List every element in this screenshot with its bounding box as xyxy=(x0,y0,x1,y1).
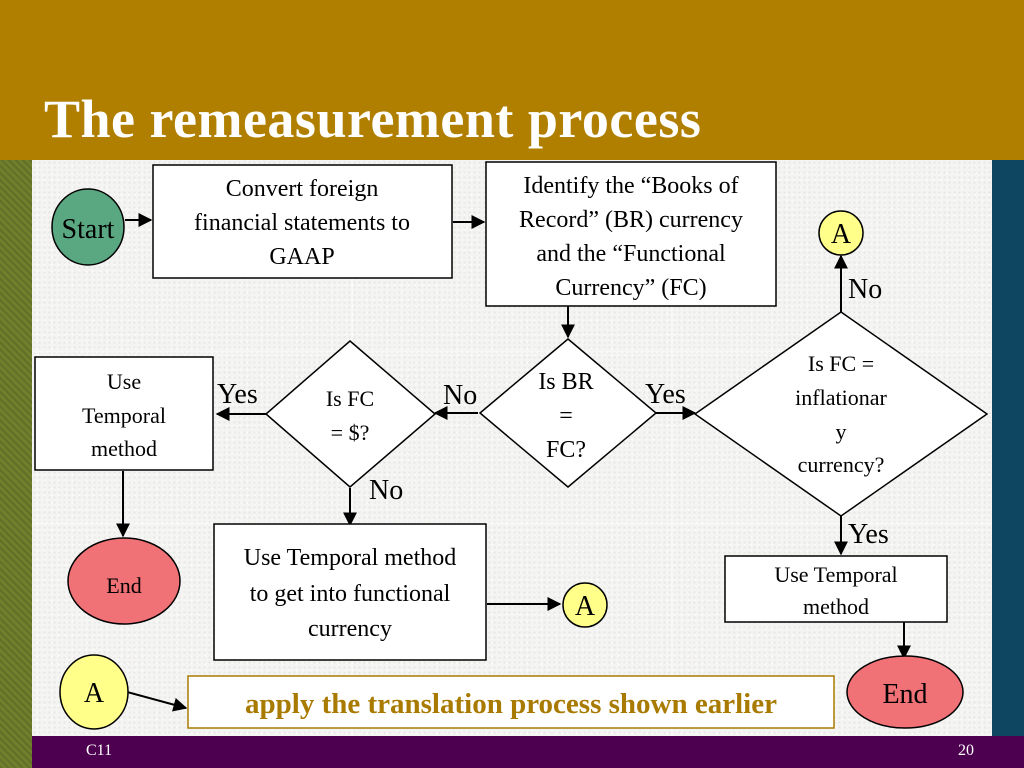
label-no-below-fc: No xyxy=(369,475,403,506)
label-no-top: No xyxy=(848,274,882,305)
inflationary-line-2: inflationar xyxy=(795,385,887,410)
convert-line-3: GAAP xyxy=(269,244,334,270)
use-temporal-left-box: Use Temporal method xyxy=(34,356,214,471)
use-temporal-left-line-2: Temporal xyxy=(82,403,166,428)
connector-center: A xyxy=(562,582,608,628)
start-node: Start xyxy=(51,188,125,266)
decision-br-fc: Is BR = FC? xyxy=(478,338,658,488)
connector-bottom: A xyxy=(59,654,129,730)
edge-connector-note xyxy=(126,691,188,712)
connectors xyxy=(116,213,911,712)
use-temporal-center-line-3: currency xyxy=(308,616,392,642)
decision-fc-dollar: Is FC = $? xyxy=(264,340,437,488)
fc-dollar-line-1: Is FC xyxy=(326,386,374,411)
identify-line-2: Record” (BR) currency xyxy=(519,207,743,233)
end-left-node: End xyxy=(67,537,181,625)
convert-line-1: Convert foreign xyxy=(226,176,379,202)
header-band xyxy=(0,0,1024,160)
inflationary-line-1: Is FC = xyxy=(808,351,874,376)
left-decor-strip xyxy=(0,160,32,768)
label-no-center: No xyxy=(443,380,477,411)
inflationary-line-3: y xyxy=(836,419,847,444)
page-number: 20 xyxy=(958,742,974,759)
use-temporal-right-box: Use Temporal method xyxy=(724,555,948,623)
slide-title: The remeasurement process xyxy=(44,89,702,149)
translation-note-text: apply the translation process shown earl… xyxy=(245,688,777,720)
label-yes-br: Yes xyxy=(645,379,686,410)
translation-note: apply the translation process shown earl… xyxy=(187,675,835,729)
br-fc-line-3: FC? xyxy=(546,437,586,463)
inflationary-line-4: currency? xyxy=(798,452,885,477)
use-temporal-left-line-3: method xyxy=(91,436,157,461)
use-temporal-right-line-1: Use Temporal xyxy=(774,562,897,587)
convert-line-2: financial statements to xyxy=(194,210,410,236)
identify-line-4: Currency” (FC) xyxy=(555,275,706,301)
end-right-node: End xyxy=(846,655,964,729)
use-temporal-right-line-2: method xyxy=(803,594,869,619)
connector-top: A xyxy=(818,210,864,256)
footer-chapter: C11 xyxy=(86,742,113,759)
connector-center-label: A xyxy=(575,591,596,622)
br-fc-line-2: = xyxy=(559,403,573,429)
identify-line-1: Identify the “Books of xyxy=(523,173,738,199)
use-temporal-center-line-1: Use Temporal method xyxy=(244,545,457,571)
use-temporal-left-line-1: Use xyxy=(107,369,141,394)
end-left-label: End xyxy=(106,573,141,598)
fc-dollar-line-2: = $? xyxy=(331,420,370,445)
connector-bottom-label: A xyxy=(84,678,105,709)
label-yes-left: Yes xyxy=(217,379,258,410)
connector-top-label: A xyxy=(831,219,852,250)
decision-inflationary: Is FC = inflationar y currency? xyxy=(693,311,989,517)
identify-line-3: and the “Functional xyxy=(536,241,726,267)
right-decor-strip xyxy=(992,160,1024,736)
identify-box: Identify the “Books of Record” (BR) curr… xyxy=(485,161,777,307)
start-label: Start xyxy=(62,214,115,245)
end-right-label: End xyxy=(882,679,927,710)
convert-box: Convert foreign financial statements to … xyxy=(152,164,453,279)
use-temporal-center-box: Use Temporal method to get into function… xyxy=(213,523,487,661)
use-temporal-center-line-2: to get into functional xyxy=(250,581,451,607)
label-yes-bottom: Yes xyxy=(848,519,889,550)
footer-band xyxy=(32,736,1024,768)
br-fc-line-1: Is BR xyxy=(538,369,593,395)
